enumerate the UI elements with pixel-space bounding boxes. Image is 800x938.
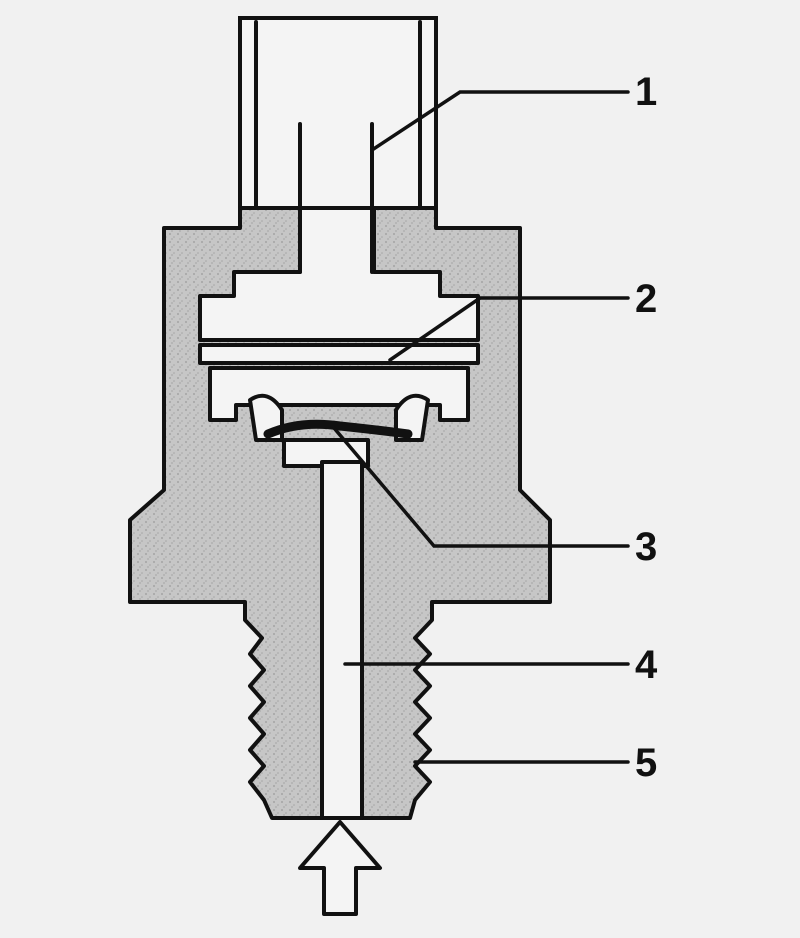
pressure-arrow [298,820,382,916]
callout-4: 4 [635,643,658,687]
callout-3: 3 [635,525,657,569]
leader-lines [332,90,630,764]
callout-1: 1 [635,70,657,114]
sensor-element-2 [198,343,480,422]
callout-5: 5 [635,741,657,785]
pressure-channel-4 [320,460,364,820]
connector-housing [238,16,438,220]
callout-2: 2 [635,277,657,321]
